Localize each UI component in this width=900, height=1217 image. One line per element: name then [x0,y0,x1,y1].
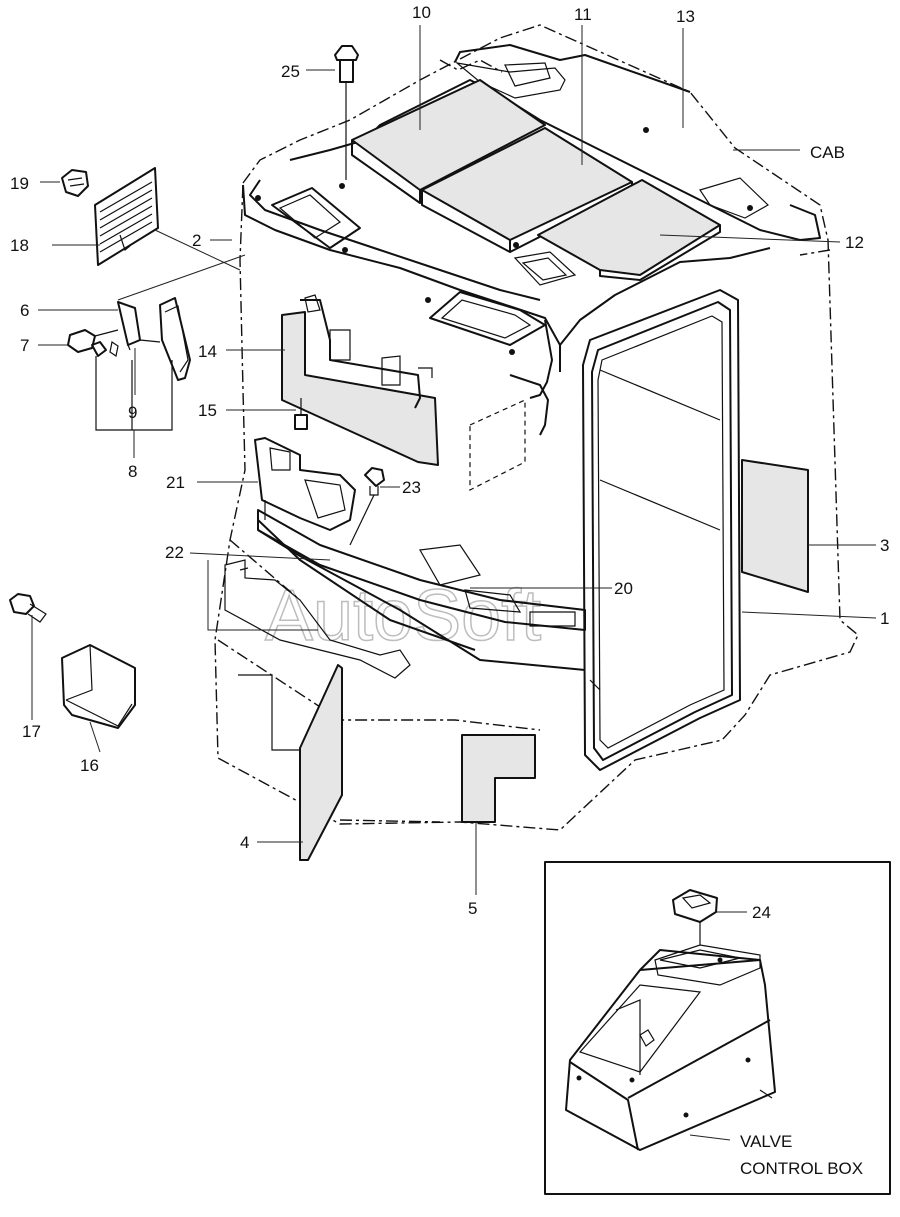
label-22: 22 [165,543,184,562]
label-1: 1 [880,609,889,628]
label-14: 14 [198,342,217,361]
label-16: 16 [80,756,99,775]
valve-control-box-inset [544,861,891,1195]
bolt-23 [349,467,385,546]
callout-labels: 10 11 13 CAB 12 25 19 18 2 6 7 9 8 14 15… [10,3,889,1178]
label-17: 17 [22,722,41,741]
label-3: 3 [880,536,889,555]
label-12: 12 [845,233,864,252]
label-5: 5 [468,899,477,918]
label-valve: VALVE [740,1132,792,1151]
label-8: 8 [128,462,137,481]
label-23: 23 [402,478,421,497]
label-10: 10 [412,3,431,22]
label-control-box: CONTROL BOX [740,1159,863,1178]
roof-panel-10 [351,79,546,204]
lower-bracket-22 [224,559,411,679]
label-cab: CAB [810,143,845,162]
front-panel-14 [281,294,439,466]
label-24: 24 [752,903,771,922]
roof-bolts [255,127,753,355]
dotted-frame [469,399,526,491]
knob-19 [61,169,89,197]
dash-shelf-22 [257,509,586,671]
label-11: 11 [574,5,592,24]
label-21: 21 [166,473,185,492]
watermark-text: AutoSoft [265,576,541,656]
label-6: 6 [20,301,29,320]
panel-4 [238,664,343,861]
label-13: 13 [676,7,695,26]
side-window-3 [599,369,809,593]
bolt-15 [294,398,308,430]
vent-grille-18 [94,167,159,266]
label-15: 15 [198,401,217,420]
label-18: 18 [10,236,29,255]
door-frame-1 [582,289,741,771]
label-25: 25 [281,62,300,81]
cover-16 [61,644,136,729]
bolt-25 [334,45,359,180]
dash-panel-21 [254,437,356,531]
roof-vents [271,187,546,346]
label-20: 20 [614,579,633,598]
label-4: 4 [240,833,249,852]
roof-panel-12 [537,179,721,281]
bolt-17 [9,593,47,623]
leader-lines [31,25,877,1141]
label-2: 2 [192,231,201,250]
cab-roof [242,44,821,436]
label-7: 7 [20,336,29,355]
label-9: 9 [128,403,137,422]
panel-5 [461,734,536,823]
label-19: 19 [10,174,29,193]
mirror-assembly [67,297,191,431]
roof-panel-11 [421,127,633,253]
